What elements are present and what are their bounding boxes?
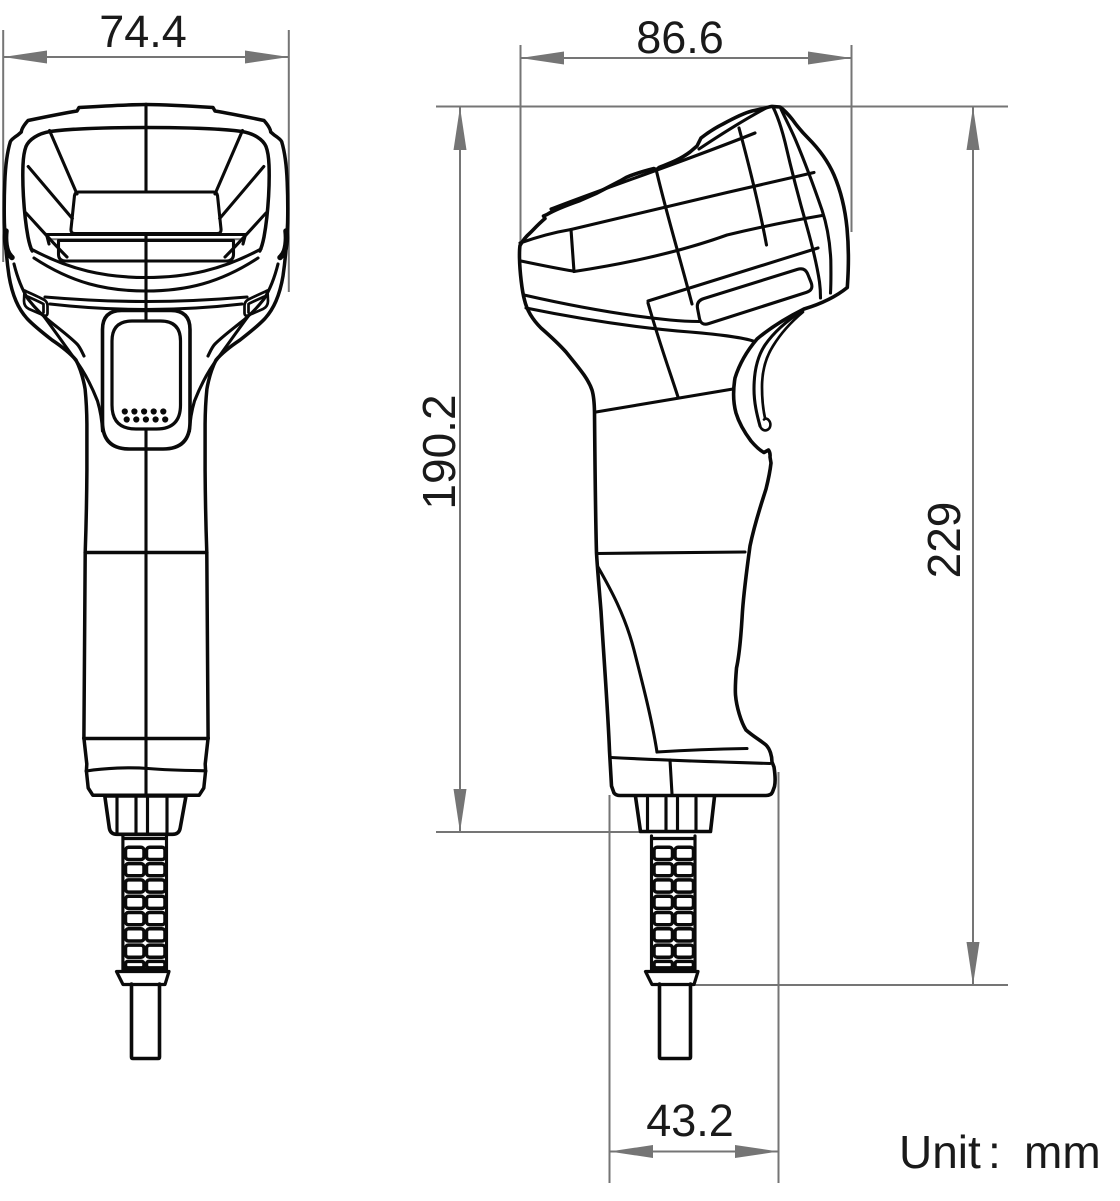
svg-text::: : (988, 1126, 1001, 1178)
svg-text:43.2: 43.2 (646, 1095, 734, 1146)
svg-text:mm: mm (1024, 1126, 1101, 1178)
svg-text:Unit: Unit (899, 1126, 981, 1178)
svg-text:74.4: 74.4 (99, 6, 187, 57)
svg-text:86.6: 86.6 (636, 12, 724, 63)
svg-text:229: 229 (918, 502, 970, 579)
svg-text:190.2: 190.2 (413, 394, 465, 509)
